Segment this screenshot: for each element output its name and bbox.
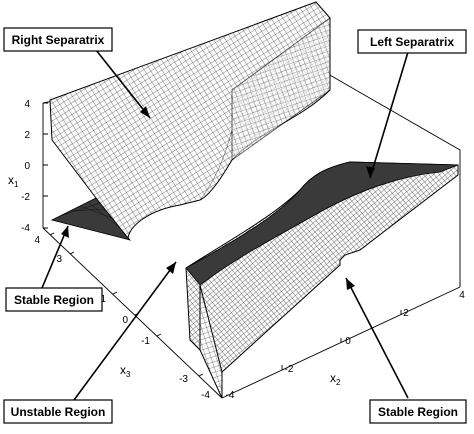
svg-text:Stable Region: Stable Region xyxy=(14,293,94,307)
svg-text:2: 2 xyxy=(403,308,409,319)
label-unstable-region: Unstable Region xyxy=(3,399,113,424)
x2-axis: -4 -2 0 2 4 x2 xyxy=(226,290,466,401)
svg-text:1: 1 xyxy=(100,294,106,305)
svg-text:Left Separatrix: Left Separatrix xyxy=(370,35,454,49)
x1-axis: 4 2 0 -2 -4 x1 xyxy=(8,99,30,234)
svg-text:0: 0 xyxy=(24,161,30,172)
svg-text:Stable Region: Stable Region xyxy=(378,405,458,419)
svg-text:-1: -1 xyxy=(141,336,150,347)
svg-text:2: 2 xyxy=(24,130,30,141)
x3-axis: 4 3 1 0 -1 -3 -4 x3 xyxy=(34,235,210,401)
svg-text:-3: -3 xyxy=(179,374,188,385)
x2-axis-label: x2 xyxy=(330,371,341,387)
svg-text:3: 3 xyxy=(56,254,62,265)
label-left-separatrix: Left Separatrix xyxy=(357,29,467,54)
annotation-arrows xyxy=(41,49,409,401)
svg-text:4: 4 xyxy=(459,290,465,301)
svg-text:0: 0 xyxy=(122,315,128,326)
svg-text:4: 4 xyxy=(24,99,30,110)
x1-axis-label: x1 xyxy=(8,173,19,189)
x3-axis-label: x3 xyxy=(120,363,131,379)
svg-text:-2: -2 xyxy=(21,192,30,203)
svg-text:Right Separatrix: Right Separatrix xyxy=(12,33,105,47)
right-separatrix-surface xyxy=(49,1,331,240)
svg-text:-4: -4 xyxy=(201,390,210,401)
svg-text:-4: -4 xyxy=(21,223,30,234)
left-separatrix-surface xyxy=(185,161,459,399)
svg-text:4: 4 xyxy=(34,235,40,246)
svg-text:0: 0 xyxy=(345,336,351,347)
svg-text:Unstable Region: Unstable Region xyxy=(11,405,106,419)
label-stable-region-left: Stable Region xyxy=(5,287,103,312)
label-right-separatrix: Right Separatrix xyxy=(3,27,113,52)
svg-text:-4: -4 xyxy=(226,390,235,401)
label-stable-region-right: Stable Region xyxy=(369,399,467,424)
svg-text:-2: -2 xyxy=(285,364,294,375)
